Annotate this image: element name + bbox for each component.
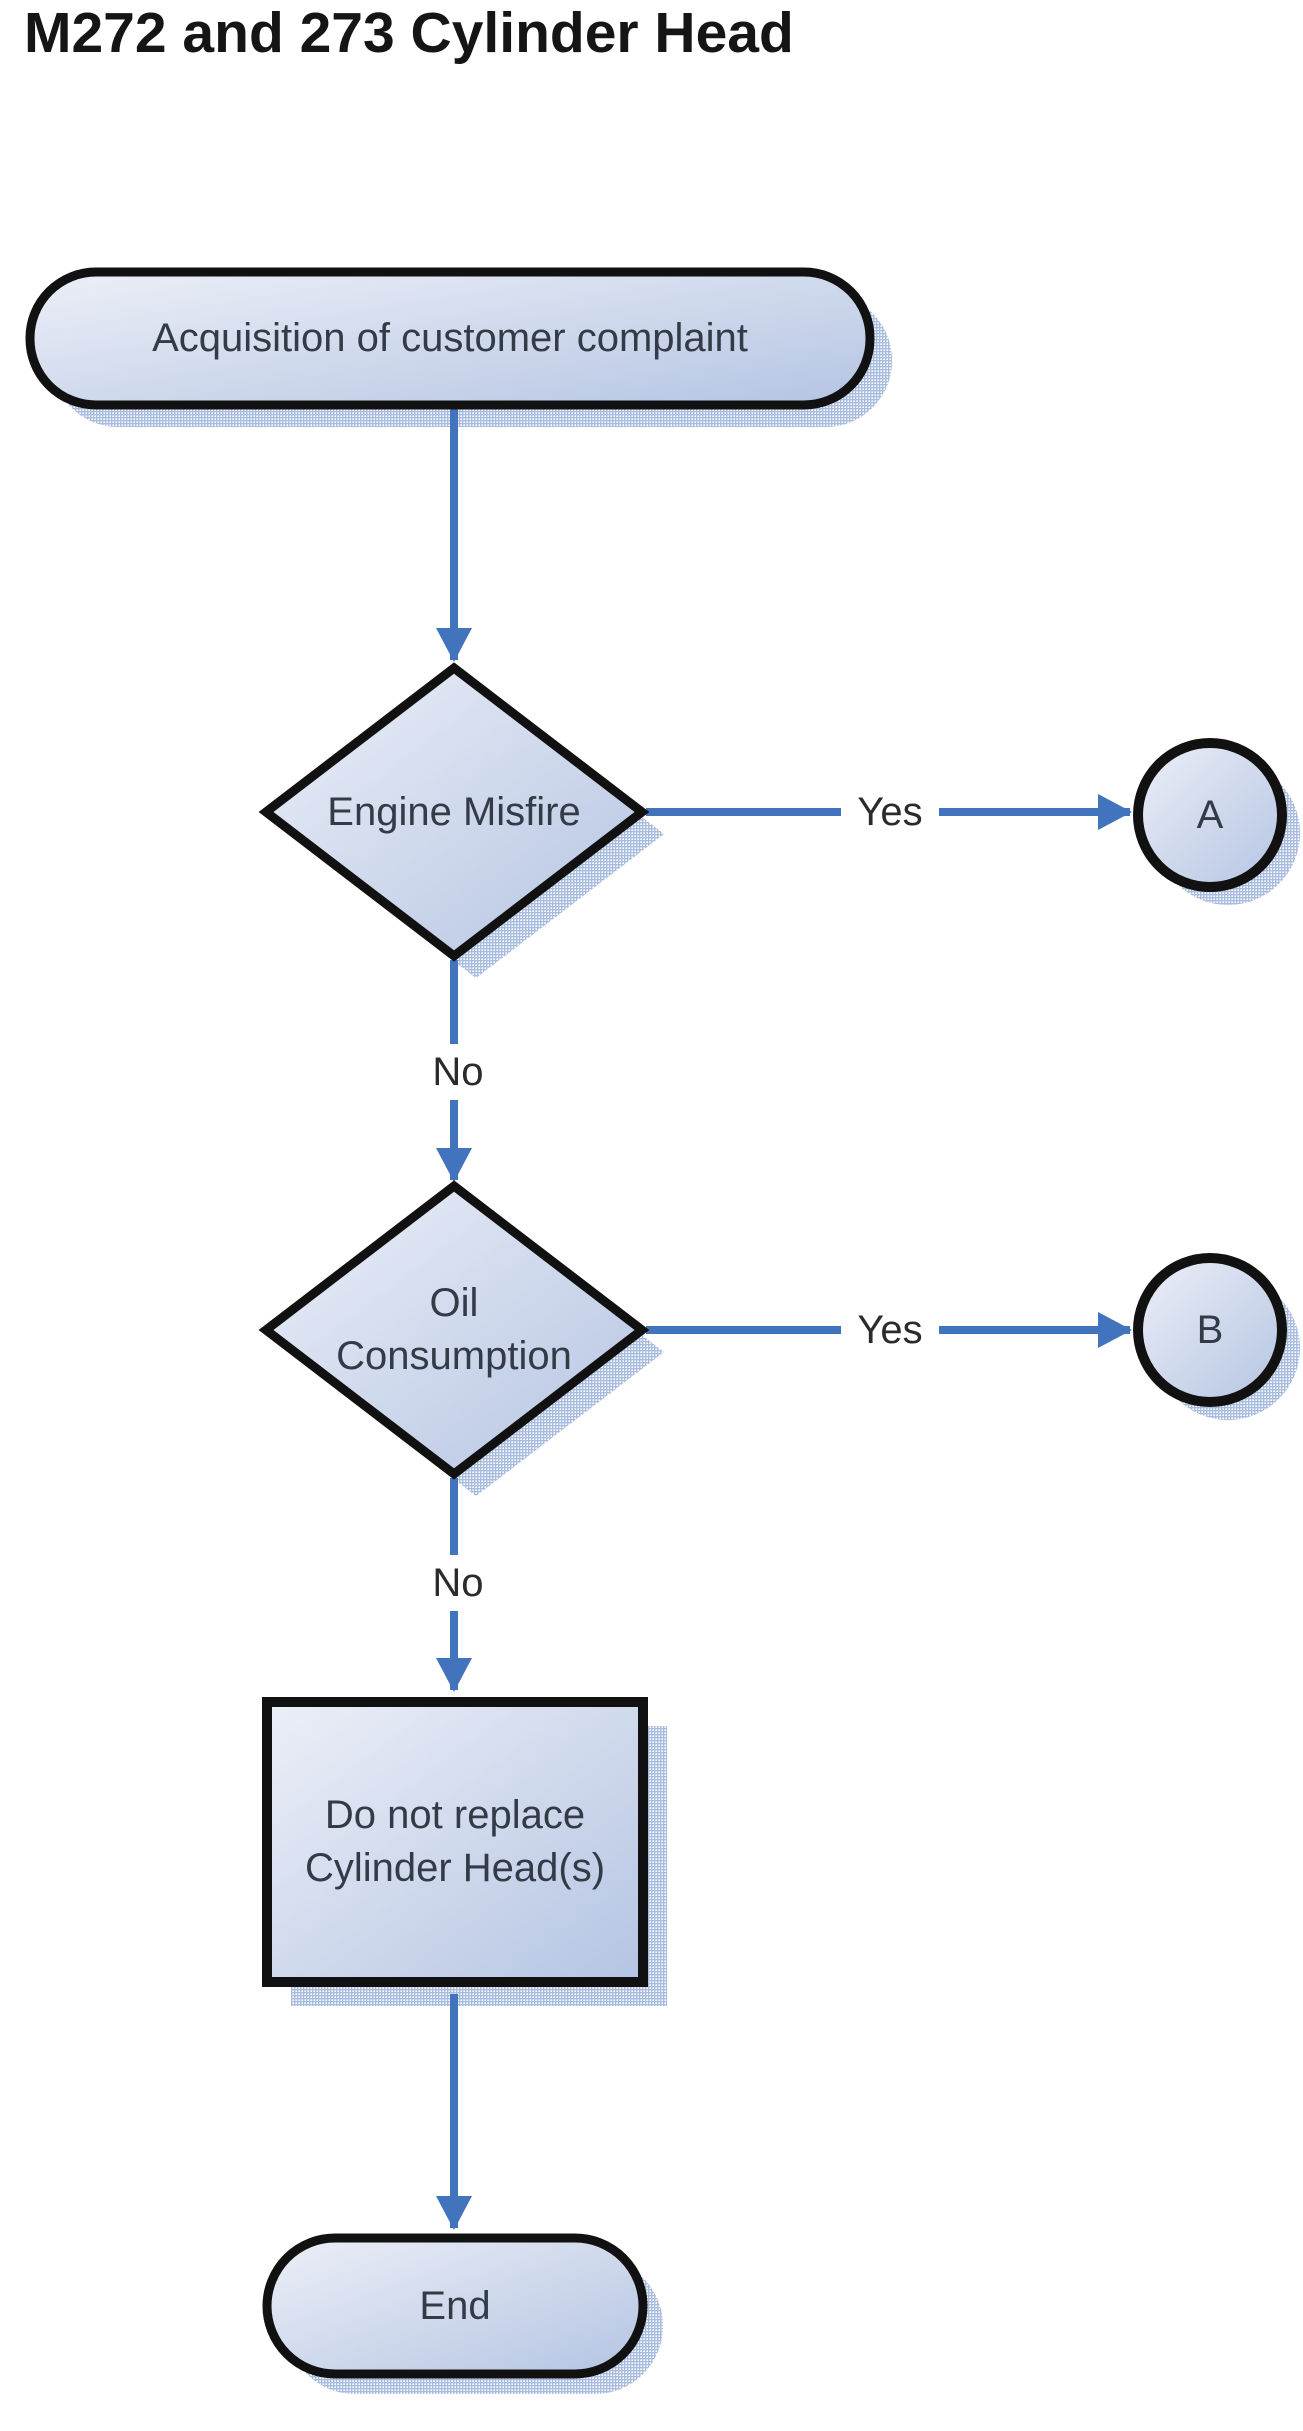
decision2-shape [258,1180,650,1480]
start-node-shape [25,267,875,410]
decision1-no-label: No [417,1044,499,1100]
connector-b-label: B [1196,1307,1224,1352]
connector-b-shape [1133,1253,1287,1407]
process-label: Do not replace Cylinder Head(s) [304,1793,606,1890]
end-node-shape [262,2233,648,2379]
decision2-no-label: No [417,1555,499,1611]
connector-a-shape [1133,738,1287,892]
decision2-yes-label: Yes [841,1305,939,1355]
page-title: M272 and 273 Cylinder Head [24,1,794,65]
decision1-shape [258,662,650,962]
decision2-label: Oil Consumption [336,1281,572,1378]
process-shape [262,1697,648,1987]
start-node-label: Acquisition of customer complaint [152,316,748,361]
decision1-label: Engine Misfire [327,789,581,834]
decision1-yes-label: Yes [841,787,939,837]
connector-a-label: A [1196,792,1224,837]
end-node-label: End [419,2283,491,2328]
